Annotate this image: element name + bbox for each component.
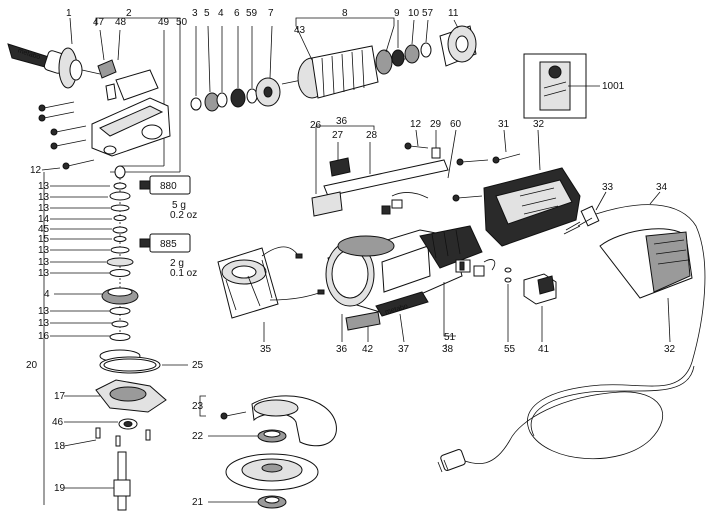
- rear-bearing-parts: [391, 25, 477, 67]
- spindle-stack: [99, 165, 141, 363]
- label-22: 22: [192, 431, 204, 442]
- grease-amount-02oz: 0.2 oz: [170, 210, 197, 221]
- grease-tube-880: 880 5 g 0.2 oz: [139, 175, 197, 221]
- power-cable: [437, 204, 706, 473]
- switch-terminals: [455, 259, 512, 283]
- label-55: 55: [504, 344, 516, 355]
- switch-electronics: [381, 192, 429, 215]
- label-32-bottom: 32: [664, 344, 676, 355]
- switch-slider: [311, 157, 449, 217]
- label-2: 2: [126, 8, 132, 19]
- label-27: 27: [332, 130, 344, 141]
- motor-housing: metabo: [325, 225, 483, 331]
- grease-amount-2g: 2 g: [170, 258, 184, 269]
- cable-sleeve: [599, 228, 693, 299]
- label-57: 57: [422, 8, 434, 19]
- armature: [281, 45, 411, 99]
- label-23: 23: [192, 401, 204, 412]
- label-37: 37: [398, 344, 410, 355]
- label-50: 50: [176, 17, 188, 28]
- label-43: 43: [294, 25, 306, 36]
- field-stator: [217, 246, 325, 319]
- grease-code-880: 880: [160, 181, 177, 192]
- label-51: 51: [444, 332, 456, 343]
- rear-cover: [483, 167, 581, 247]
- support-flange: [257, 429, 287, 443]
- label-10: 10: [408, 8, 420, 19]
- label-3: 3: [192, 8, 198, 19]
- gear-housing: [91, 97, 171, 157]
- wheel-guard: [220, 395, 337, 447]
- label-12-mid: 12: [410, 119, 422, 130]
- label-29: 29: [430, 119, 442, 130]
- label-5: 5: [204, 8, 210, 19]
- label-32-top: 32: [533, 119, 545, 130]
- label-46: 46: [52, 417, 64, 428]
- label-36-top: 36: [336, 116, 348, 127]
- grease-amount-5g: 5 g: [172, 200, 186, 211]
- label-17: 17: [54, 391, 66, 402]
- suppressor-capacitor: [523, 273, 557, 305]
- label-35: 35: [260, 344, 272, 355]
- spindle-lock-parts: [97, 59, 159, 101]
- label-12: 12: [30, 165, 42, 176]
- label-48: 48: [115, 17, 127, 28]
- label-7: 7: [268, 8, 274, 19]
- grease-tube-885: 885 2 g 0.1 oz: [139, 233, 197, 279]
- label-38: 38: [442, 344, 454, 355]
- label-41: 41: [538, 344, 550, 355]
- label-8: 8: [342, 8, 348, 19]
- label-1: 1: [66, 8, 72, 19]
- stack-labels: 13 13 13 14 45 15 13 13 13 4 13 13 16: [38, 181, 112, 342]
- grinding-disc: [225, 453, 319, 491]
- clamping-nut: [257, 495, 287, 509]
- label-26: 26: [310, 120, 322, 131]
- label-34: 34: [656, 182, 668, 193]
- grease-code-885: 885: [160, 239, 177, 250]
- housing-screws: [38, 101, 95, 170]
- label-9: 9: [394, 8, 400, 19]
- label-59: 59: [246, 8, 258, 19]
- rear-screws: [452, 153, 521, 202]
- label-1001: 1001: [602, 81, 625, 92]
- grease-amount-01oz: 0.1 oz: [170, 268, 197, 279]
- label-19: 19: [54, 483, 66, 494]
- lower-spindle-parts: [95, 356, 167, 511]
- label-42: 42: [362, 344, 374, 355]
- label-31: 31: [498, 119, 510, 130]
- label-18: 18: [54, 441, 66, 452]
- label-4: 4: [44, 289, 50, 300]
- label-33: 33: [602, 182, 614, 193]
- label-49: 49: [158, 17, 170, 28]
- top-small-parts: [190, 77, 281, 112]
- label-25: 25: [192, 360, 204, 371]
- side-handle: metabo: [7, 43, 101, 89]
- label-11: 11: [448, 8, 459, 19]
- label-28: 28: [366, 130, 378, 141]
- label-4-top: 4: [218, 8, 224, 19]
- label-20: 20: [26, 360, 38, 371]
- label-21: 21: [192, 497, 204, 508]
- label-36: 36: [336, 344, 348, 355]
- label-6: 6: [234, 8, 240, 19]
- label-47: 47: [93, 17, 105, 28]
- label-60: 60: [450, 119, 462, 130]
